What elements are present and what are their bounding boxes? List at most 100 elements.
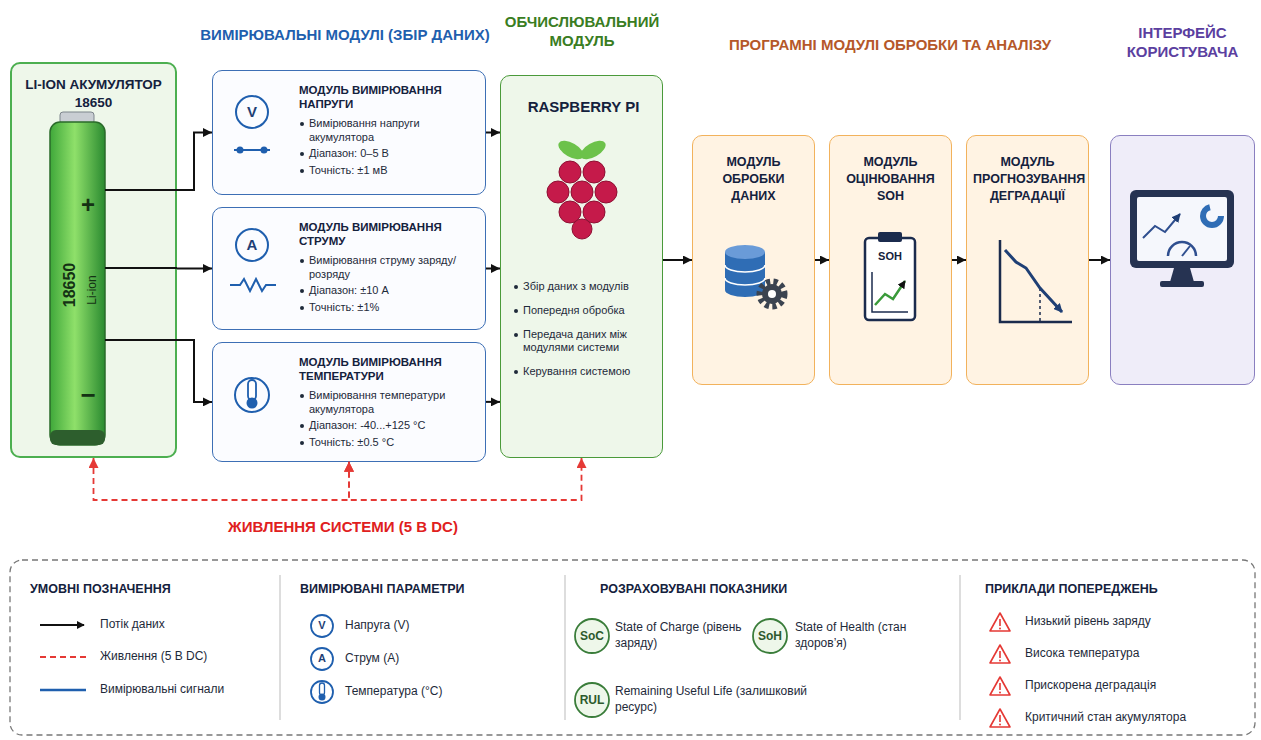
legend-heading: РОЗРАХОВУВАНІ ПОКАЗНИКИ: [600, 582, 900, 598]
power-line: [94, 458, 350, 500]
node-title: МОДУЛЬ ВИМІРЮВАННЯ ТЕМПЕРАТУРИ: [299, 355, 477, 384]
battery-cell: [50, 430, 105, 445]
data-flow-arrow: [486, 401, 500, 403]
legend-heading: ПРИКЛАДИ ПОПЕРЕДЖЕНЬ: [985, 582, 1245, 598]
legend-frame: [10, 560, 1255, 735]
degradation-chart-icon: [1000, 240, 1072, 322]
data-flow-arrow: [177, 340, 212, 402]
thermometer-symbol: [248, 380, 256, 400]
raspberry-logo: [571, 181, 593, 203]
power-line: [349, 458, 582, 500]
monitor-icon: [1203, 207, 1221, 225]
monitor-icon: [1168, 242, 1196, 256]
raspberry-logo: [572, 219, 592, 239]
terminal-mark: −: [73, 379, 103, 412]
indicator-badge: SoH: [755, 629, 785, 644]
raspberry-logo: [547, 161, 617, 239]
monitor-icon: [1130, 190, 1234, 268]
legend-samples: [990, 613, 1010, 631]
node-bullet: Вимірювання струму заряду/розряду: [299, 254, 477, 282]
database-icon: [725, 265, 765, 285]
column-heading: ВИМІРЮВАЛЬНІ МОДУЛІ (ЗБІР ДАНИХ): [185, 26, 505, 45]
legend-samples: [311, 681, 333, 703]
monitor-icon: [1130, 190, 1234, 287]
data-flow-arrow: [663, 259, 692, 261]
cell-marking: 18650: [60, 263, 80, 308]
symbol-letter: A: [242, 236, 262, 255]
node-bullet: Передача даних між модулями системи: [513, 328, 654, 356]
data-flow-arrow: [486, 132, 500, 134]
legend-text: Потік даних: [100, 617, 260, 633]
battery-cell: [105, 267, 177, 269]
legend-samples: [999, 619, 1001, 722]
legend-samples: [40, 624, 84, 626]
legend-samples: [319, 694, 326, 701]
software-module: МОДУЛЬ ОБРОБКИ ДАНИХ: [692, 135, 815, 385]
monitor-icon: [1160, 281, 1204, 287]
icon-text: SOH: [870, 250, 910, 264]
voltmeter-symbol: [236, 96, 268, 128]
legend-text: Температура (°C): [345, 684, 545, 700]
legend-samples: [575, 619, 609, 653]
legend-text: Висока температура: [1025, 646, 1250, 662]
thermometer-symbol: [235, 378, 269, 412]
raspberry-logo: [577, 137, 608, 163]
raspberry-logo: [583, 201, 605, 223]
node-bullet: Діапазон: ±10 А: [299, 284, 477, 298]
legend-samples: [990, 709, 1010, 727]
symbol-letter: V: [242, 103, 262, 122]
node-title: LI-ION АКУМУЛЯТОР 18650: [18, 76, 169, 111]
legend-samples: [999, 660, 1001, 662]
clipboard-icon: [878, 232, 902, 242]
thermometer-symbol: [235, 378, 269, 412]
legend-samples: [990, 645, 1010, 663]
compute-module: RASPBERRY PIЗбір даних з модулівПопередн…: [500, 75, 663, 458]
monitor-icon: [1182, 246, 1190, 256]
thermometer-symbol: [247, 398, 258, 409]
column-heading: ОБЧИСЛЮВАЛЬНИЙ МОДУЛЬ: [472, 13, 692, 51]
data-flow-arrow: [486, 268, 500, 270]
battery-cell: [105, 189, 177, 191]
legend-text: Критичний стан акумулятора: [1025, 710, 1250, 726]
legend-text: State of Health (стан здоров’я): [795, 620, 945, 651]
degradation-chart-icon: [1005, 250, 1062, 312]
legend-text: Низький рівень заряду: [1025, 614, 1250, 630]
node-title: МОДУЛЬ ОБРОБКИ ДАНИХ: [699, 154, 808, 205]
ammeter-symbol: [230, 229, 276, 291]
measurement-module: МОДУЛЬ ВИМІРЮВАННЯ ТЕМПЕРАТУРИВимірюванн…: [212, 342, 486, 462]
legend-samples: [311, 648, 333, 670]
legend-text: Вимірювальні сигнали: [100, 682, 260, 698]
battery-cell: [105, 339, 177, 341]
legend-text: Струм (A): [345, 651, 545, 667]
measurement-module: МОДУЛЬ ВИМІРЮВАННЯ СТРУМУВимірювання стр…: [212, 207, 486, 330]
monitor-icon: [1143, 214, 1180, 238]
ammeter-symbol: [236, 229, 268, 261]
node-bullet: Точність: ±1 мВ: [299, 164, 477, 178]
legend-samples: [999, 692, 1001, 694]
battery-cell: [60, 112, 94, 124]
measurement-module: МОДУЛЬ ВИМІРЮВАННЯ НАПРУГИВимірювання на…: [212, 70, 486, 195]
indicator-badge: SoC: [577, 629, 607, 644]
node-bullet: Діапазон: 0–5 В: [299, 147, 477, 161]
data-flow-arrow: [177, 133, 212, 191]
legend-text: Напруга (V): [345, 618, 545, 634]
voltmeter-symbol: [234, 149, 270, 151]
database-icon: [725, 245, 765, 259]
legend-frame: [565, 575, 566, 720]
legend-samples: [40, 613, 1010, 727]
clipboard-icon: [872, 272, 908, 312]
node-title: ІНТЕРФЕЙС КОРИСТУВАЧА: [1111, 24, 1254, 62]
legend-samples: [40, 689, 86, 692]
column-heading: ПРОГРАМНІ МОДУЛІ ОБРОБКИ ТА АНАЛІЗУ: [670, 36, 1110, 55]
battery-cell: [50, 122, 105, 445]
legend-samples: [999, 628, 1001, 726]
node-title: МОДУЛЬ ВИМІРЮВАННЯ НАПРУГИ: [299, 83, 477, 112]
database-icon: [760, 282, 784, 306]
raspberry-logo: [547, 137, 617, 239]
raspberry-logo: [559, 161, 581, 183]
data-flow-arrow: [952, 259, 966, 261]
data-flow-arrow: [177, 268, 212, 270]
node-title: МОДУЛЬ ПРОГНОЗУВАННЯ ДЕГРАДАЦІЇ: [973, 154, 1082, 205]
legend-heading: ВИМІРЮВАНІ ПАРАМЕТРИ: [300, 582, 540, 598]
